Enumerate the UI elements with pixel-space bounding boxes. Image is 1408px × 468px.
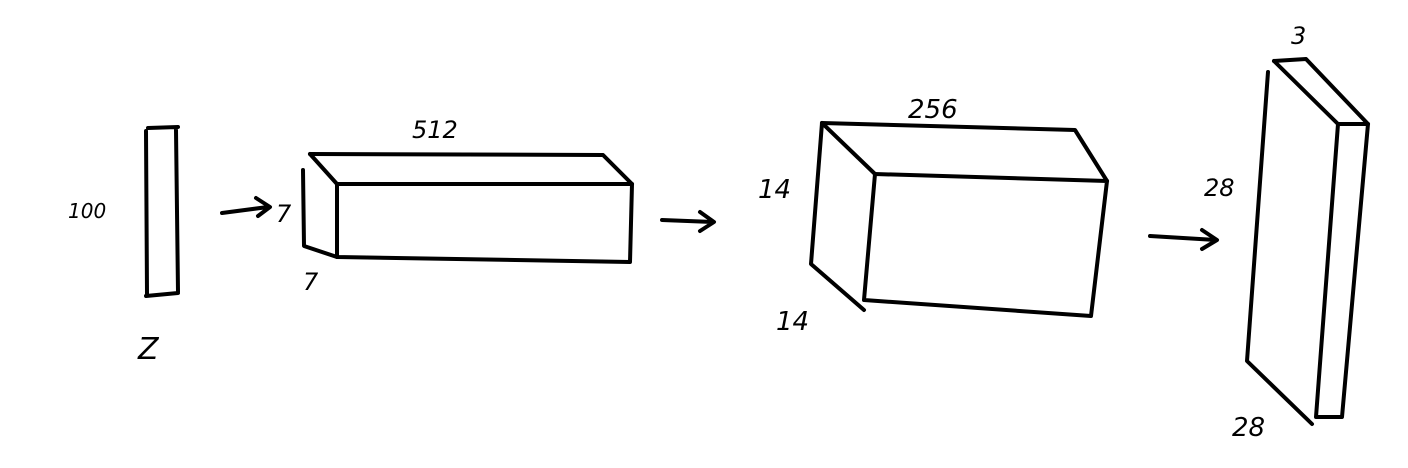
block-14x14x256: [809, 121, 1109, 318]
block2-height-label: 14: [758, 175, 791, 205]
block3-width-label: 3: [1291, 22, 1306, 50]
block-28x28x3: [1245, 57, 1370, 426]
block1-height-label: 7: [276, 200, 292, 228]
block2-depth-label: 14: [776, 307, 809, 337]
z-vector: [144, 125, 180, 298]
block1-width-label: 512: [412, 116, 458, 144]
z-dim-label: 100: [68, 199, 106, 223]
z-name-label: Z: [137, 332, 160, 367]
block1-depth-label: 7: [303, 268, 319, 296]
arrow-3: [1148, 228, 1219, 251]
arrow-2: [660, 210, 716, 233]
block3-height-label: 28: [1204, 174, 1235, 202]
block-7x7x512: [301, 152, 634, 264]
block2-width-label: 256: [908, 95, 958, 125]
block3-depth-label: 28: [1232, 413, 1265, 443]
arrow-1: [220, 196, 272, 218]
